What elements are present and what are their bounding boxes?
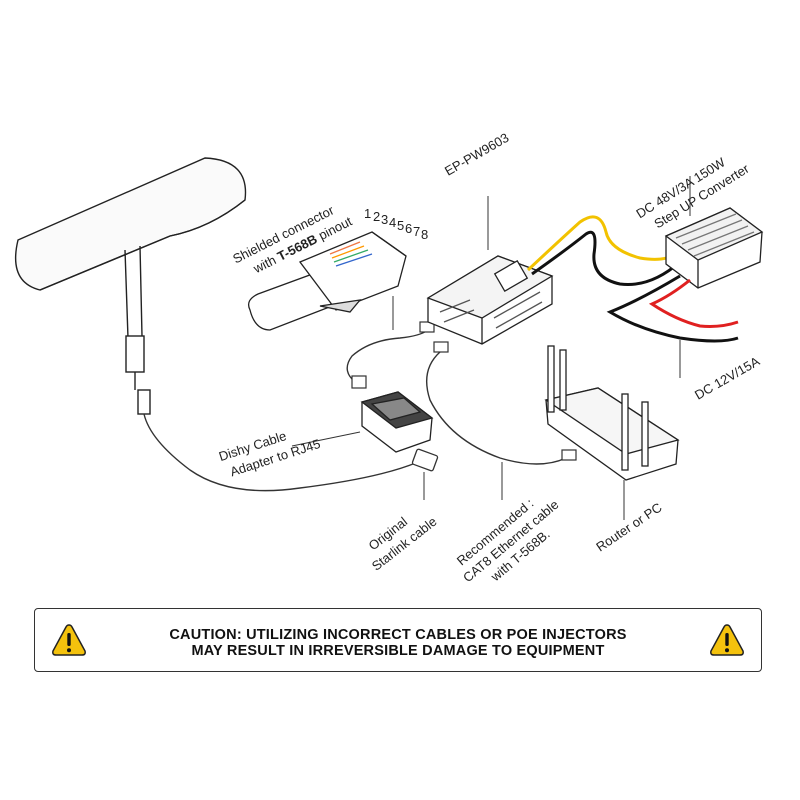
starlink-cable-label: Original Starlink cable (366, 514, 440, 574)
warning-triangle-icon (710, 624, 744, 656)
pin-number: 1 (364, 206, 371, 221)
pin-number: 2 (373, 209, 380, 224)
rj45-plug (419, 321, 435, 333)
caution-banner: CAUTION: UTILIZING INCORRECT CABLES OR P… (34, 608, 762, 672)
step-up-converter (664, 207, 764, 289)
starlink-dish (14, 157, 247, 415)
cat8-cable (426, 351, 567, 465)
pin-number: 3 (381, 212, 388, 227)
pin-number: 6 (405, 221, 412, 236)
rj45-plug (351, 375, 367, 389)
router (544, 345, 680, 481)
pin-numbers: 1 2 3 4 5 6 7 8 (364, 206, 428, 242)
cat8-label: Recommended : CAT8 Ethernet cable with T… (454, 496, 562, 586)
shielded-connector (247, 231, 407, 331)
rj45-plug (433, 341, 449, 353)
adapter-ethernet-cable (346, 329, 429, 385)
starlink-cable (143, 413, 419, 492)
starlink-plug (411, 448, 439, 472)
caution-line1: CAUTION: UTILIZING INCORRECT CABLES OR P… (169, 627, 627, 643)
dishy-cable-adapter (360, 391, 434, 453)
router-label: Router or PC (593, 500, 664, 555)
adapter-leader-line (291, 431, 361, 447)
rj45-plug (561, 449, 577, 461)
pin-number: 5 (397, 218, 404, 233)
device-name-label: EP-PW9603 (442, 130, 511, 179)
adapter-label: Dishy Cable Adapter to RJ45 (217, 428, 322, 479)
dc-red-wire (648, 278, 739, 328)
yellow-wire (526, 215, 677, 272)
pin-number: 8 (421, 227, 428, 242)
ep-pw9603-device (426, 255, 554, 345)
warning-triangle-icon (52, 624, 86, 656)
caution-text: CAUTION: UTILIZING INCORRECT CABLES OR P… (115, 627, 681, 659)
dc-black-wire (606, 274, 739, 343)
pin-number: 7 (413, 224, 420, 239)
dc-input-label: DC 12V/15A (692, 353, 762, 402)
black-wire (531, 230, 681, 287)
caution-line2: MAY RESULT IN IRREVERSIBLE DAMAGE TO EQU… (191, 643, 605, 659)
pin-number: 4 (389, 215, 396, 230)
